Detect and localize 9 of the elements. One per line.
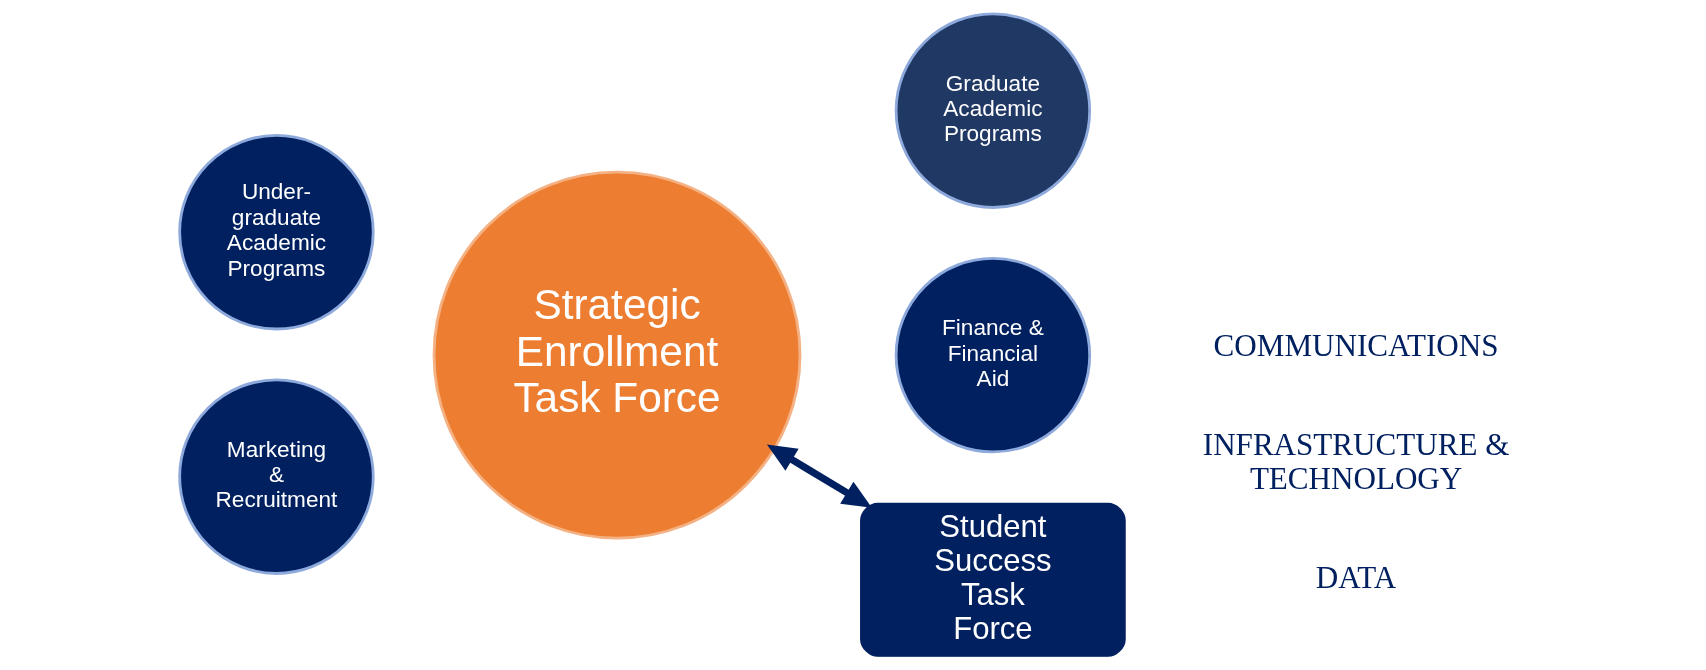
node-circle: Graduate Academic Programs	[894, 12, 1092, 209]
label: COMMUNICATIONS	[1213, 327, 1499, 363]
node-circle: Under- graduate Academic Programs	[178, 134, 375, 331]
label: DATA	[1315, 559, 1397, 595]
label: INFRASTRUCTURE & TECHNOLOGY	[1202, 426, 1510, 496]
node-circle: Finance & Financial Aid	[894, 256, 1092, 454]
arrow	[766, 444, 872, 508]
node-circle: Marketing & Recruitment	[178, 378, 375, 575]
node-box: Student Success Task Force	[860, 502, 1126, 657]
